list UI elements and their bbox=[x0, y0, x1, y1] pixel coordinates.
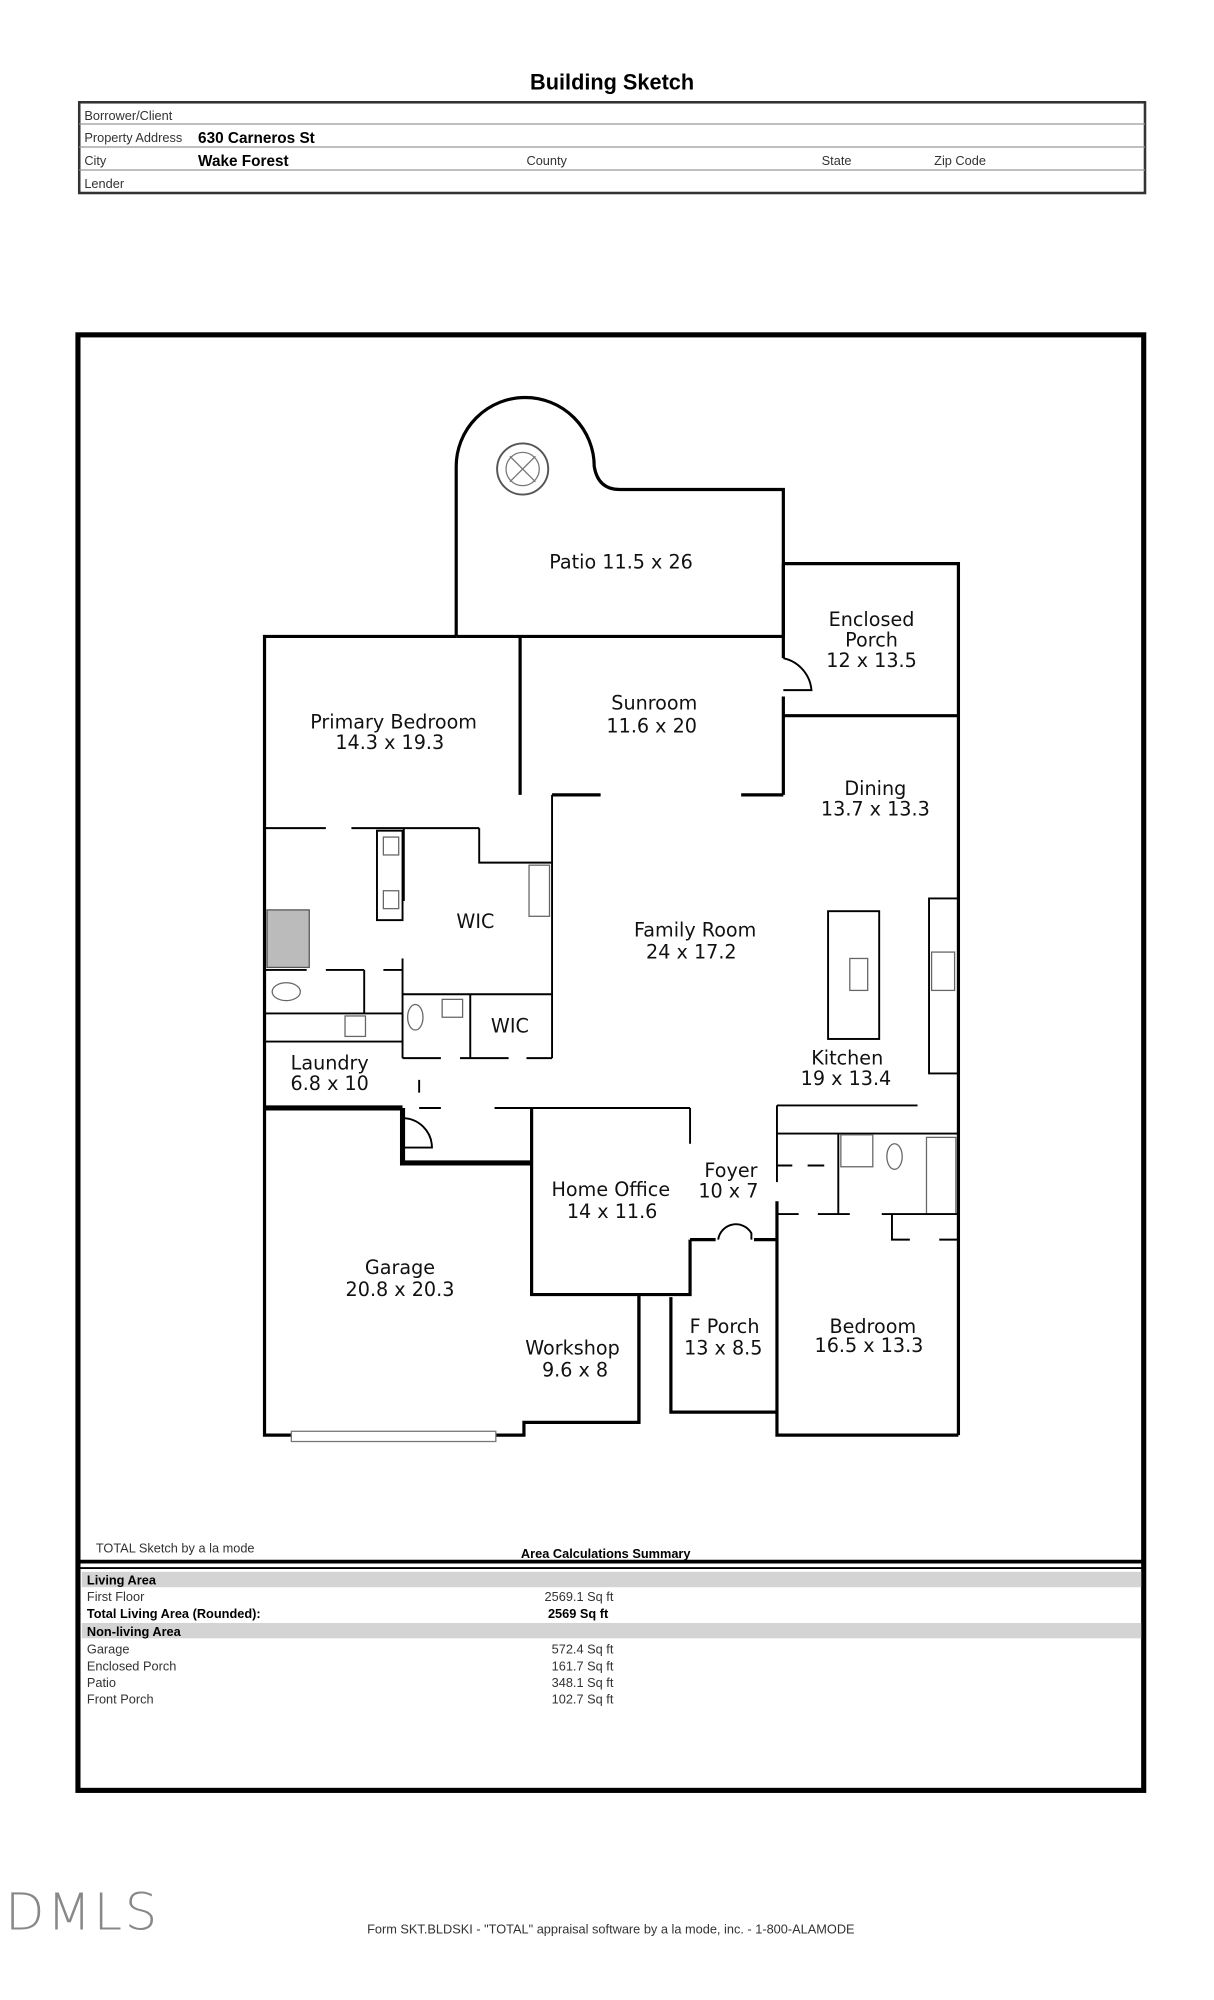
garage-door bbox=[290, 1430, 497, 1443]
state-label: State bbox=[822, 153, 852, 168]
room-primary-bedroom-dims: 14.3 x 19.3 bbox=[335, 731, 444, 754]
zip-label: Zip Code bbox=[934, 153, 986, 168]
sketch-credit: TOTAL Sketch by a la mode bbox=[96, 1541, 255, 1556]
fire-pit-icon bbox=[496, 442, 550, 496]
toilet-icon bbox=[271, 982, 301, 1002]
room-family-room: Family Room bbox=[634, 919, 756, 942]
room-dining: Dining bbox=[844, 777, 906, 800]
room-enclosed-porch-name2: Porch bbox=[845, 629, 898, 652]
room-foyer-dims: 10 x 7 bbox=[698, 1179, 758, 1202]
room-kitchen: Kitchen bbox=[811, 1047, 883, 1070]
room-workshop: Workshop bbox=[525, 1337, 620, 1360]
county-label: County bbox=[526, 153, 567, 168]
front-porch-value: 102.7 Sq ft bbox=[552, 1691, 614, 1706]
patio-label: Patio bbox=[87, 1675, 116, 1690]
front-porch-label: Front Porch bbox=[87, 1691, 154, 1706]
address-label: Property Address bbox=[84, 130, 182, 145]
summary-title: Area Calculations Summary bbox=[521, 1546, 691, 1561]
garage-label: Garage bbox=[87, 1642, 130, 1657]
room-primary-bedroom: Primary Bedroom bbox=[310, 710, 477, 733]
room-laundry-dims: 6.8 x 10 bbox=[291, 1072, 369, 1095]
room-enclosed-porch-dims: 12 x 13.5 bbox=[826, 649, 917, 672]
room-garage-dims: 20.8 x 20.3 bbox=[346, 1278, 455, 1301]
kitchen-island bbox=[827, 910, 881, 1040]
city-label: City bbox=[84, 153, 107, 168]
garage-value: 572.4 Sq ft bbox=[552, 1642, 614, 1657]
room-bedroom-dims: 16.5 x 13.3 bbox=[815, 1334, 924, 1357]
total-living-label: Total Living Area (Rounded): bbox=[87, 1606, 261, 1621]
shower-icon bbox=[266, 909, 310, 969]
total-living-value: 2569 Sq ft bbox=[548, 1606, 609, 1621]
patio-value: 348.1 Sq ft bbox=[552, 1675, 614, 1690]
room-sunroom: Sunroom bbox=[611, 691, 697, 714]
room-home-office-dims: 14 x 11.6 bbox=[567, 1200, 658, 1223]
address-value: 630 Carneros St bbox=[198, 130, 315, 147]
patio-outline bbox=[454, 395, 785, 637]
room-f-porch: F Porch bbox=[690, 1315, 760, 1338]
living-area-header: Living Area bbox=[87, 1573, 157, 1588]
room-foyer: Foyer bbox=[704, 1159, 757, 1182]
city-value: Wake Forest bbox=[198, 153, 289, 170]
borrower-label: Borrower/Client bbox=[84, 108, 172, 123]
room-workshop-dims: 9.6 x 8 bbox=[542, 1358, 608, 1381]
sketch-frame bbox=[75, 332, 1147, 1793]
room-home-office: Home Office bbox=[552, 1178, 671, 1201]
room-laundry: Laundry bbox=[291, 1052, 369, 1075]
room-wic-2: WIC bbox=[491, 1015, 529, 1038]
area-summary-table: Living Area First Floor 2569.1 Sq ft Tot… bbox=[81, 1571, 1142, 1706]
room-f-porch-dims: 13 x 8.5 bbox=[684, 1337, 762, 1360]
room-sunroom-dims: 11.6 x 20 bbox=[606, 714, 697, 737]
room-bedroom: Bedroom bbox=[829, 1315, 916, 1338]
enclosed-porch-value: 161.7 Sq ft bbox=[552, 1658, 614, 1673]
property-info-table: Borrower/Client Property Address 630 Car… bbox=[77, 101, 1147, 195]
first-floor-label: First Floor bbox=[87, 1589, 145, 1604]
room-kitchen-dims: 19 x 13.4 bbox=[801, 1067, 892, 1090]
first-floor-value: 2569.1 Sq ft bbox=[545, 1589, 614, 1604]
sink-icon bbox=[849, 957, 869, 992]
room-dining-dims: 13.7 x 13.3 bbox=[821, 797, 930, 820]
room-patio: Patio 11.5 x 26 bbox=[549, 551, 693, 574]
floor-plan bbox=[262, 395, 961, 1443]
room-garage: Garage bbox=[365, 1256, 435, 1279]
dmls-watermark: DMLS bbox=[5, 1884, 160, 1943]
enclosed-porch-label: Enclosed Porch bbox=[87, 1658, 176, 1673]
stove-icon bbox=[930, 951, 956, 992]
footer-text: Form SKT.BLDSKI - "TOTAL" appraisal soft… bbox=[367, 1922, 854, 1937]
page-title: Building Sketch bbox=[530, 69, 694, 94]
nonliving-area-header: Non-living Area bbox=[87, 1624, 182, 1639]
lender-label: Lender bbox=[84, 176, 124, 191]
bathtub-icon bbox=[925, 1136, 957, 1215]
room-family-room-dims: 24 x 17.2 bbox=[646, 940, 737, 963]
room-wic: WIC bbox=[456, 910, 494, 933]
room-labels: Patio 11.5 x 26 Enclosed Porch 12 x 13.5… bbox=[291, 551, 930, 1382]
room-enclosed-porch-name: Enclosed bbox=[829, 608, 915, 631]
